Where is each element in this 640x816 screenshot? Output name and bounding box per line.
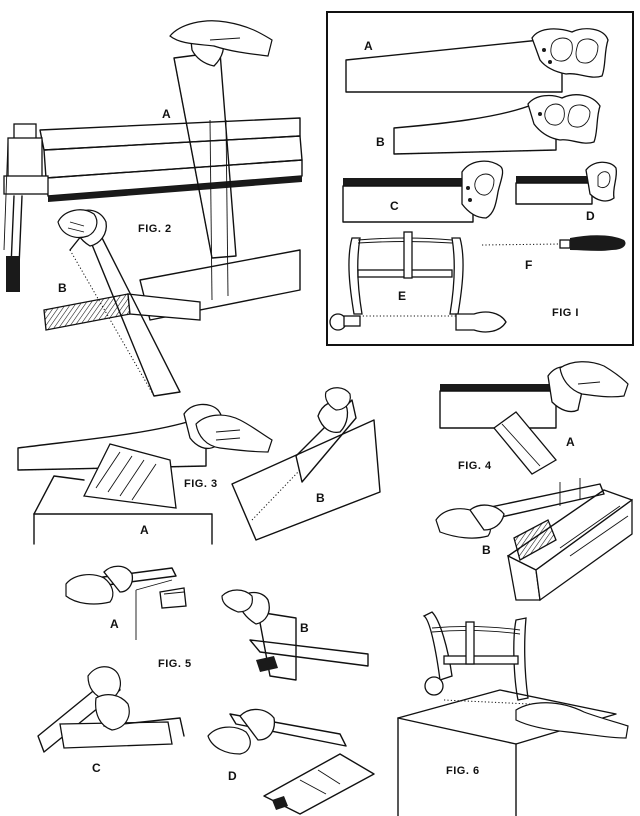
- fig3-label-b: B: [316, 491, 325, 505]
- fig3-label-a: A: [140, 523, 149, 537]
- fig5-label-c: C: [92, 761, 101, 775]
- fig5-title: FIG. 5: [158, 658, 192, 670]
- fig4-saw-a: [439, 361, 629, 429]
- fig5-view-c: [37, 666, 185, 753]
- fig4-mitre-box-b: [435, 478, 633, 602]
- fig1-dovetail-saw-d: [515, 161, 618, 205]
- fig2-label-b: B: [58, 281, 67, 295]
- fig5-view-a: [65, 565, 187, 640]
- fig1-handsaw-a: [345, 28, 609, 93]
- fig5-label-a: A: [110, 617, 119, 631]
- fig1-label-e: E: [398, 289, 406, 303]
- fig5-label-d: D: [228, 769, 237, 783]
- fig5-view-b: [221, 589, 369, 681]
- fig4-title: FIG. 4: [458, 460, 492, 472]
- fig4-label-a: A: [566, 435, 575, 449]
- fig2-saw-a: [169, 20, 273, 259]
- fig1-label-c: C: [390, 199, 399, 213]
- fig2-label-a: A: [162, 107, 171, 121]
- fig1-bow-saw-e: [329, 231, 507, 333]
- fig1-backsaw-c: [342, 160, 504, 223]
- fig6-panel: FIG. 6: [397, 611, 629, 816]
- fig6-title: FIG. 6: [446, 765, 480, 777]
- fig1-label-f: F: [525, 258, 532, 272]
- fig2-title: FIG. 2: [138, 223, 172, 235]
- fig6-bow-saw: [422, 611, 531, 705]
- fig2-panel: A B FIG. 2: [3, 20, 303, 397]
- fig3-board-b: [231, 387, 381, 541]
- fig1-keyhole-saw-f: [481, 235, 626, 251]
- fig2-clamp: [3, 123, 49, 292]
- fig1-label-b: B: [376, 135, 385, 149]
- fig1-label-a: A: [364, 39, 373, 53]
- fig1-panel-saw-b: [393, 94, 601, 155]
- fig1-label-d: D: [586, 209, 595, 223]
- fig1-title: FIG I: [552, 307, 579, 319]
- fig5-panel: A B FIG. 5 C D: [37, 565, 375, 815]
- fig5-label-b: B: [300, 621, 309, 635]
- fig2-saw-b: [57, 209, 181, 397]
- fig4-panel: A FIG. 4 B: [435, 361, 633, 602]
- fig4-label-b: B: [482, 543, 491, 557]
- fig1-panel: A B C D: [326, 11, 634, 346]
- fig3-saw-a: [17, 403, 273, 471]
- fig3-panel: A B FIG. 3: [17, 387, 381, 545]
- fig5-view-d: [207, 708, 375, 815]
- fig3-title: FIG. 3: [184, 478, 218, 490]
